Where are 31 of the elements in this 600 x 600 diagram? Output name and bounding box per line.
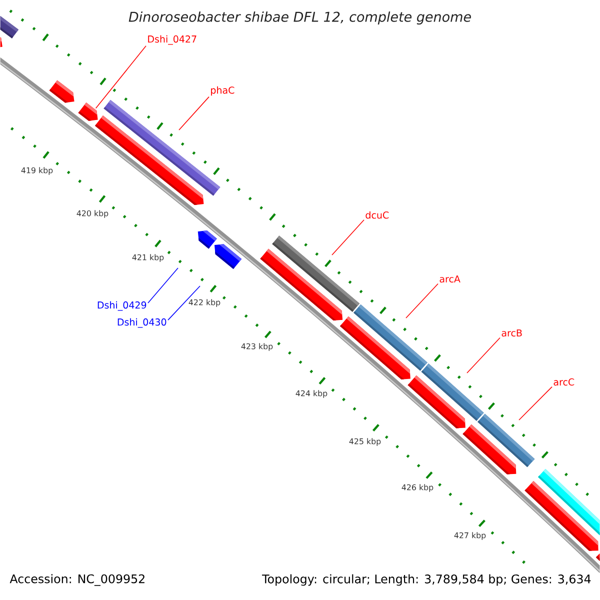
leader-line: [332, 219, 364, 256]
gene-label: Dshi_0427: [148, 35, 196, 45]
leader-line: [466, 337, 500, 374]
gene-block: [94, 116, 204, 205]
leader-line: [406, 283, 438, 318]
gene-block: [198, 230, 217, 249]
leader-line: [168, 286, 200, 320]
leader-line: [148, 268, 178, 304]
title: Dinoroseobacter shibae DFL 12, complete genome: [128, 11, 471, 25]
gene-block: [462, 424, 516, 474]
gene-block: [340, 316, 410, 380]
gene-block: [260, 248, 343, 321]
gene-label: arcB: [502, 329, 522, 337]
gene-block: [49, 80, 74, 103]
footer-text: Topology: circular; Length: 3,789,584 bp; Genes: 3,634: [262, 574, 591, 586]
gene-label: arcC: [554, 378, 574, 386]
gene-label: Dshi_0430: [118, 318, 166, 328]
gene-block: [78, 102, 98, 121]
gene-label: dcuC: [366, 211, 389, 219]
gene-label: phaC: [211, 86, 234, 96]
gene-label: arcA: [440, 275, 460, 283]
gene-block: [596, 553, 600, 561]
gene-label: Dshi_0429: [98, 301, 146, 311]
gene-block: [0, 37, 2, 48]
leader-line: [518, 386, 552, 420]
leader-line: [178, 96, 210, 130]
footer-text: Accession: NC_009952: [10, 574, 144, 586]
gene-block: [408, 375, 466, 428]
leader-line: [95, 46, 146, 109]
gene-block: [214, 244, 242, 270]
gene-block: [524, 481, 598, 551]
